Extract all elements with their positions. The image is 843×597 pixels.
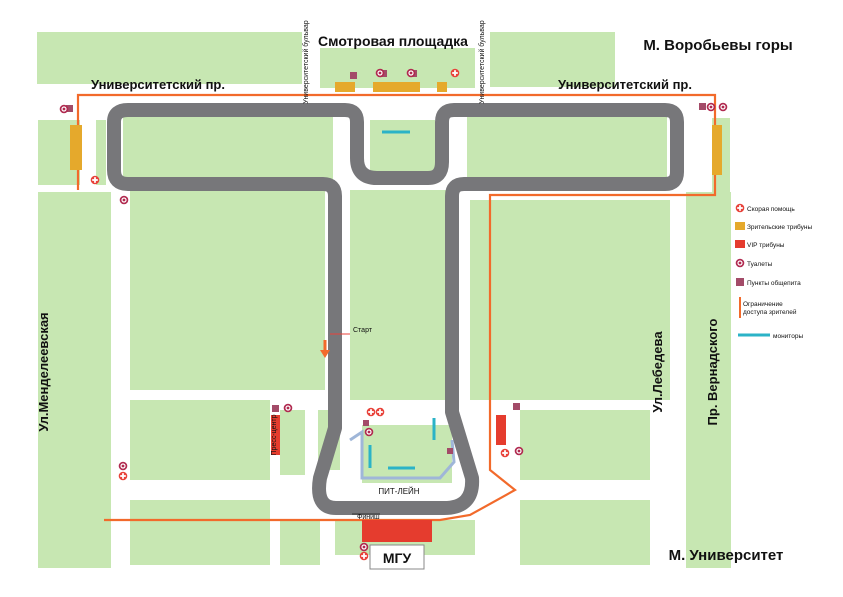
legend-label: Зрительские трибуны	[747, 223, 812, 231]
legend-item-toilets: Туалеты	[735, 258, 773, 268]
vernadsky-prospect-label: Пр. Вернадского	[705, 318, 720, 425]
lebedev-street-label: Ул.Лебедева	[650, 331, 665, 413]
spectator-stands	[70, 82, 722, 175]
mgu-box	[369, 544, 425, 570]
stands-icon	[735, 222, 745, 230]
univ-prospect-left-label: Университетский пр.	[91, 77, 225, 92]
viewpoint-label: Смотровая площадка	[318, 33, 468, 49]
legend-label-line1: Ограничение	[743, 301, 783, 308]
toilet-icon	[735, 258, 745, 268]
legend-label: VIP трибуны	[747, 241, 785, 249]
green-areas	[37, 32, 731, 568]
metro-top-label: М. Воробьевы горы	[643, 37, 792, 54]
legend-label: Туалеты	[747, 261, 773, 268]
boulevard-right-label: Университетский бульвар	[478, 20, 486, 103]
legend-label: Ограничение доступа зрителей	[743, 301, 797, 316]
start-label: Старт	[353, 327, 373, 334]
legend-label-line2: доступа зрителей	[743, 308, 797, 316]
mendeleev-street-label: Ул.Менделеевская	[36, 312, 51, 431]
catering-icon	[736, 278, 744, 286]
legend-item-catering: Пункты общепита	[736, 278, 801, 287]
press-center-label: Пресс-центр	[271, 414, 278, 455]
medical-cross-icon	[735, 203, 745, 213]
vip-stands	[271, 415, 506, 542]
legend-label: мониторы	[773, 333, 803, 340]
legend-item-medical: Скорая помощь	[735, 203, 795, 213]
metro-bottom-label: М. Университет	[669, 547, 784, 564]
boulevard-left-label: Университетский бульвар	[302, 20, 310, 103]
vip-stands-icon	[735, 240, 745, 248]
legend-item-restriction: Ограничение доступа зрителей	[739, 297, 797, 318]
univ-prospect-right-label: Университетский пр.	[558, 77, 692, 92]
legend-item-vip: VIP трибуны	[735, 240, 785, 249]
pit-lane	[349, 429, 456, 480]
legend-item-stands: Зрительские трибуны	[735, 222, 812, 231]
monitors	[368, 130, 436, 470]
restriction-line	[76, 93, 717, 522]
legend-label: Скорая помощь	[747, 206, 795, 213]
legend-item-monitors: мониторы	[738, 333, 803, 340]
start-marker	[320, 333, 350, 358]
legend-label: Пункты общепита	[747, 279, 801, 287]
finish-label: Финиш	[357, 514, 380, 521]
legend: Скорая помощь Зрительские трибуны VIP тр…	[735, 203, 812, 340]
mgu-label: МГУ	[383, 550, 412, 566]
pitlane-label: ПИТ-ЛЕЙН	[378, 487, 419, 496]
race-track	[107, 103, 684, 515]
